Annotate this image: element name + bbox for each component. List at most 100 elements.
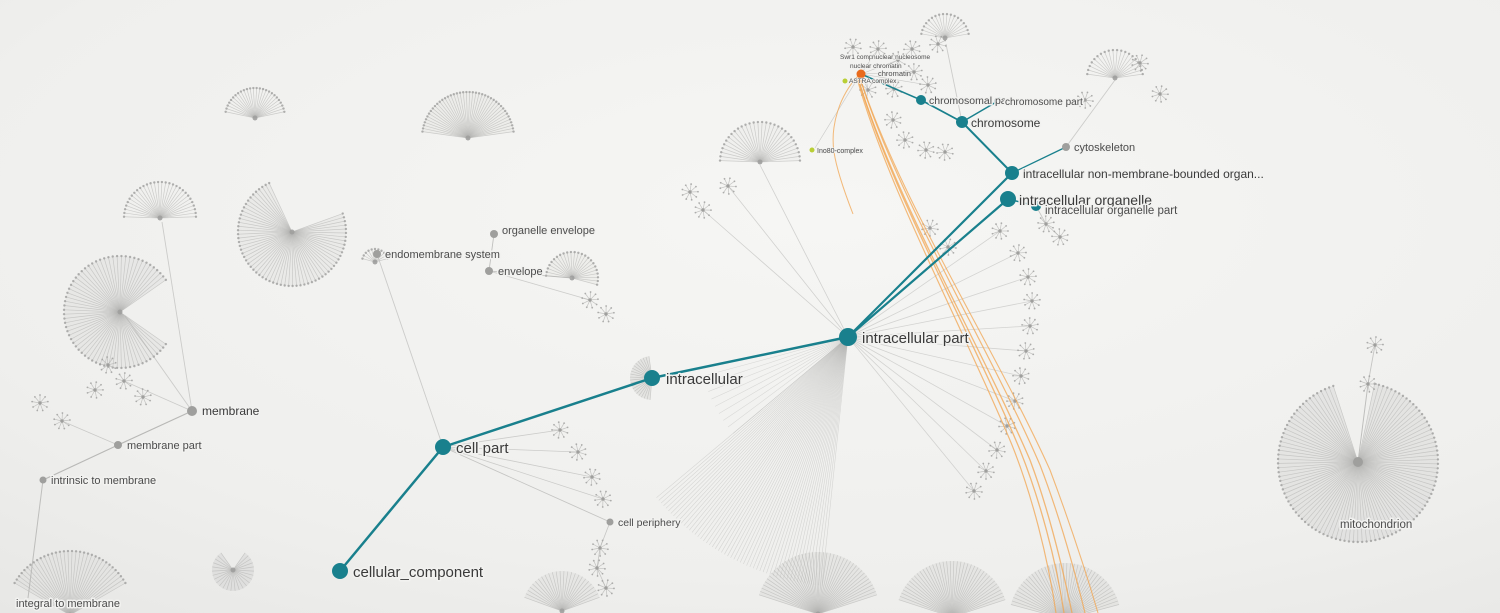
node-membrane[interactable]: [187, 406, 197, 416]
label-layer: cellular_component cell part intracellular…: [15, 53, 1414, 611]
leaf-cluster: [1019, 268, 1037, 286]
node-astra_complex[interactable]: [842, 78, 848, 84]
node-chromatin[interactable]: [856, 69, 866, 79]
label-membrane_part[interactable]: membrane part: [126, 439, 204, 454]
gray-edge: [847, 336, 1008, 427]
label-non_membrane_bounded[interactable]: intracellular non-membrane-bounded organ…: [1022, 166, 1266, 183]
label-ino80_complex[interactable]: Ino80-complex: [816, 147, 864, 156]
node-intracellular_organelle_part[interactable]: [1031, 201, 1041, 211]
gray-edge: [945, 43, 963, 123]
label-chromosome_part[interactable]: chromosome part: [1004, 96, 1085, 110]
label-intracellular_organelle[interactable]: intracellular organelle: [1018, 191, 1154, 210]
gray-edge: [61, 420, 119, 446]
edge-cellular_component--cell_part: [338, 445, 445, 573]
label-intracellular_organelle_part[interactable]: intracellular organelle part: [1044, 204, 1180, 219]
leaf-cluster: [1017, 342, 1035, 360]
label-organelle_envelope[interactable]: organelle envelope: [501, 224, 597, 239]
fan-cluster: [236, 181, 348, 288]
label-chromatin[interactable]: chromatin: [877, 68, 911, 79]
label-cellular_component[interactable]: cellular_component: [352, 563, 486, 583]
label-chromosomal_part[interactable]: chromosomal part: [928, 94, 1015, 109]
leaf-cluster: [597, 305, 615, 323]
fan-cluster: [718, 120, 802, 165]
node-chromosome_part[interactable]: [994, 97, 1002, 105]
fan-cluster: [122, 180, 198, 221]
node-intracellular[interactable]: [644, 370, 660, 386]
node-chromosome[interactable]: [956, 116, 968, 128]
gray-edge: [442, 446, 579, 453]
node-cell_periphery[interactable]: [606, 518, 614, 526]
highlight-path: [857, 77, 1065, 613]
label-intrinsic_to_membrane[interactable]: intrinsic to membrane: [50, 474, 158, 489]
leaf-cluster: [53, 412, 71, 430]
edge-intracellular_part--intracellular_organelle: [846, 197, 1010, 339]
label-envelope[interactable]: envelope: [497, 265, 545, 280]
node-ino80_complex[interactable]: [809, 147, 815, 153]
gray-edge: [124, 315, 193, 412]
node-non_membrane_bounded[interactable]: [1005, 166, 1019, 180]
edge-intracellular--intracellular_part: [650, 335, 850, 380]
gray-edge: [1065, 79, 1116, 148]
leaf-cluster: [965, 482, 983, 500]
gray-edge: [596, 547, 601, 569]
leaf-cluster: [903, 40, 921, 58]
node-chromosomal_part[interactable]: [916, 95, 926, 105]
node-intracellular_organelle[interactable]: [1000, 191, 1016, 207]
node-organelle_envelope[interactable]: [490, 230, 498, 238]
leaf-cluster: [991, 222, 1009, 240]
leaf-cluster: [1359, 375, 1377, 393]
node-cytoskeleton[interactable]: [1062, 143, 1070, 151]
leaf-cluster: [597, 579, 615, 597]
fan-cluster: [13, 549, 127, 613]
leaf-cluster: [844, 38, 862, 56]
fan-cluster: [920, 12, 970, 41]
leaf-cluster: [594, 490, 612, 508]
label-chromosome[interactable]: chromosome: [970, 115, 1043, 132]
leaf-cluster: [1131, 54, 1149, 72]
leaf-cluster: [988, 441, 1006, 459]
highlight-path: [859, 77, 1099, 613]
fan-cluster: [212, 552, 254, 591]
leaf-cluster: [1051, 228, 1069, 246]
node-envelope[interactable]: [485, 267, 493, 275]
leaf-cluster: [889, 51, 907, 69]
fan-cluster: [758, 551, 878, 613]
fan-cluster: [1010, 563, 1120, 613]
leaf-cluster: [681, 183, 699, 201]
text-label: nuclear chromatin: [850, 63, 902, 70]
leaf-cluster: [1023, 292, 1041, 310]
node-mitochondrion[interactable]: [1353, 457, 1363, 467]
gray-edge: [759, 164, 849, 338]
label-intracellular_part[interactable]: intracellular part: [861, 329, 972, 349]
node-intrinsic_to_membrane[interactable]: [39, 476, 47, 484]
label-membrane[interactable]: membrane: [201, 403, 262, 420]
leaf-cluster: [86, 381, 104, 399]
gray-edge: [860, 73, 929, 86]
leaf-cluster: [1076, 91, 1094, 109]
leaf-cluster: [588, 559, 606, 577]
highlight-path-layer: [832, 75, 1099, 613]
label-endomembrane_system[interactable]: endomembrane system: [384, 248, 502, 263]
gray-edge: [488, 270, 573, 279]
node-cellular_component[interactable]: [332, 563, 348, 579]
gray-edge: [442, 446, 611, 523]
label-cell_periphery[interactable]: cell periphery: [617, 516, 683, 531]
node-cell_part[interactable]: [435, 439, 451, 455]
gray-edge: [727, 185, 849, 338]
node-endomembrane_system[interactable]: [373, 250, 381, 258]
label-cytoskeleton[interactable]: cytoskeleton: [1073, 141, 1137, 156]
label-astra_complex[interactable]: ASTRA complex: [848, 77, 898, 86]
label-intracellular[interactable]: intracellular: [665, 370, 745, 390]
leaf-cluster: [694, 201, 712, 219]
highlight-path: [859, 77, 1086, 613]
node-intracellular_part[interactable]: [839, 328, 857, 346]
gray-edge: [847, 336, 975, 492]
label-mitochondrion[interactable]: mitochondrion: [1339, 518, 1414, 533]
leaf-cluster: [1151, 85, 1169, 103]
leaf-cluster: [569, 443, 587, 461]
label-cell_part[interactable]: cell part: [455, 439, 511, 459]
node-membrane_part[interactable]: [114, 441, 122, 449]
